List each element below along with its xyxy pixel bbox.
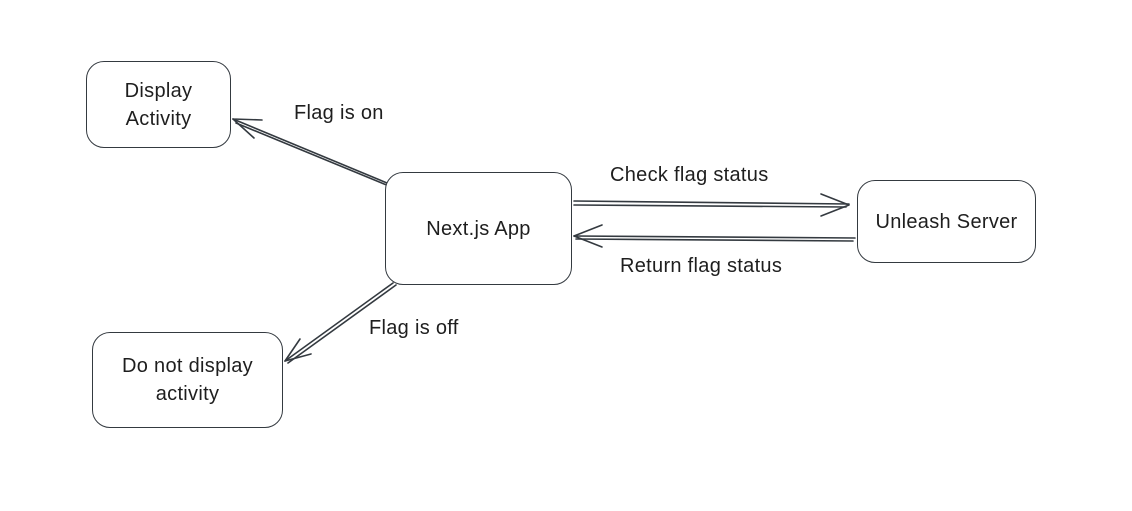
edge-label-flag-is-off: Flag is off [367, 317, 461, 340]
edge-label-check-flag-status: Check flag status [608, 164, 771, 187]
node-label-display-activity: Display Activity [124, 79, 193, 130]
edge-label-flag-is-on: Flag is on [292, 102, 386, 125]
node-do-not-display-activity: Do not display activity [92, 332, 283, 428]
arrow-flag-is-off [284, 282, 397, 364]
node-nextjs-app: Next.js App [385, 172, 572, 285]
arrow-flag-is-on [232, 118, 390, 187]
arrow-return-flag-status [573, 224, 856, 248]
node-label-unleash-server: Unleash Server [875, 210, 1018, 233]
node-label-nextjs-app: Next.js App [426, 217, 531, 240]
node-unleash-server: Unleash Server [857, 180, 1036, 263]
arrow-check-flag-status [573, 193, 850, 217]
node-display-activity: Display Activity [86, 61, 231, 148]
edge-label-return-flag-status: Return flag status [618, 255, 785, 278]
node-label-do-not-display-activity: Do not display activity [122, 355, 253, 405]
